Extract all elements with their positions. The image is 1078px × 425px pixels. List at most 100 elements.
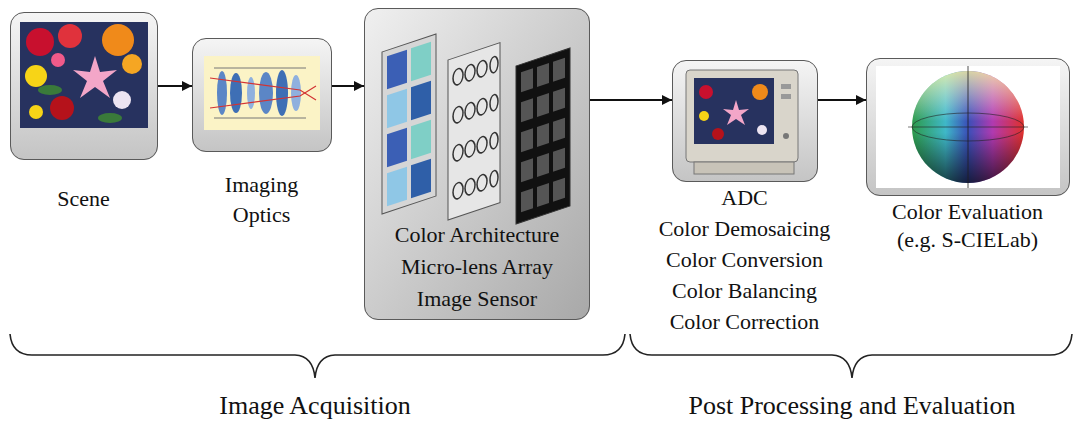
sensor-array [521, 68, 533, 92]
monitor-picture [723, 100, 749, 125]
box-label: Color Conversion [635, 244, 855, 275]
scene-picture [122, 54, 142, 74]
scene-picture [10, 12, 158, 160]
optics-picture [291, 75, 301, 111]
micro-lens-array [453, 67, 463, 86]
monitor-picture [694, 162, 794, 174]
processing-box: ADCColor DemosaicingColor ConversionColo… [672, 60, 818, 182]
monitor-picture [752, 84, 768, 100]
monitor-picture [781, 94, 791, 99]
micro-lens-array [465, 177, 475, 196]
monitor-picture [712, 128, 724, 140]
sensor-array [521, 98, 533, 122]
box-label: Color Demosaicing [635, 213, 855, 244]
sensor-array [537, 63, 549, 87]
box-label: Color Evaluation (e.g. S-CIELab) [875, 198, 1060, 254]
scene-picture [10, 12, 158, 160]
box-label: Image Sensor [365, 283, 589, 315]
micro-lens-array [448, 43, 500, 220]
section-label: Image Acquisition [219, 391, 410, 421]
color-filter-array [387, 167, 407, 207]
scene-picture [26, 28, 54, 56]
box-label: Color Architecture [365, 219, 589, 251]
micro-lens-array [465, 63, 475, 82]
micro-lens-array [453, 105, 463, 124]
scene-picture [38, 85, 62, 95]
scene-picture [58, 24, 82, 48]
flow-arrow [158, 85, 192, 87]
optics-picture [217, 71, 227, 115]
sensor-array [537, 153, 549, 177]
optics-picture [210, 86, 316, 108]
label-group: Imaging Optics [202, 170, 322, 230]
color-filter-array [411, 120, 431, 160]
sensor-array [516, 48, 570, 224]
scene-picture [73, 56, 117, 98]
scene-picture [50, 96, 74, 120]
scene-picture [51, 53, 65, 67]
optics-picture [210, 78, 316, 100]
label-group: ADCColor DemosaicingColor ConversionColo… [635, 182, 855, 337]
monitor-picture [672, 60, 818, 182]
label-group: Scene [10, 184, 158, 214]
section-brace [630, 334, 1072, 378]
micro-lens-array [490, 169, 498, 188]
color-filter-array [387, 50, 407, 90]
section-brace [10, 334, 625, 378]
micro-lens-array [477, 97, 487, 116]
flow-arrow [332, 85, 364, 87]
monitor-picture [699, 85, 713, 99]
flow-arrow [818, 99, 866, 101]
micro-lens-array [490, 55, 498, 74]
sensor-picture [364, 8, 590, 320]
color-filter-array [382, 34, 436, 214]
optics-picture [247, 77, 255, 109]
box-label: Color Balancing [635, 275, 855, 306]
scene-picture [25, 65, 47, 87]
sensor-array [553, 178, 565, 202]
scene-picture [98, 113, 122, 123]
sensor-array [521, 158, 533, 182]
micro-lens-array [477, 135, 487, 154]
scene-picture [113, 91, 131, 109]
color-space-picture [866, 58, 1070, 196]
label-group: Color Evaluation (e.g. S-CIELab) [875, 198, 1060, 254]
monitor-picture [672, 60, 818, 182]
color-filter-array [387, 89, 407, 129]
box-label: Scene [10, 184, 158, 214]
sensor-picture [364, 8, 590, 320]
micro-lens-array [453, 143, 463, 162]
section-label: Post Processing and Evaluation [688, 391, 1015, 421]
optics-picture [276, 70, 288, 116]
optics-picture [214, 68, 306, 69]
box-label: Micro-lens Array [365, 251, 589, 283]
color-filter-array [411, 42, 431, 82]
micro-lens-array [465, 139, 475, 158]
sensor-array [553, 88, 565, 112]
optics-picture [192, 38, 332, 152]
micro-lens-array [465, 101, 475, 120]
sensor-array [537, 123, 549, 147]
optics-picture [230, 73, 242, 113]
color-space-picture [876, 66, 1060, 188]
monitor-picture [781, 84, 791, 89]
optics-picture [259, 72, 273, 114]
color-space-picture [866, 58, 1070, 196]
sensor-array [537, 183, 549, 207]
scene-picture [29, 105, 43, 119]
optics-picture [192, 38, 332, 152]
optics-picture [214, 118, 306, 119]
section-brace [10, 334, 1072, 378]
sensor-box: Color ArchitectureMicro-lens ArrayImage … [364, 8, 590, 320]
sensor-array [553, 118, 565, 142]
color-filter-array [411, 81, 431, 121]
micro-lens-array [477, 173, 487, 192]
optics-picture [204, 56, 320, 130]
monitor-picture [694, 78, 774, 144]
monitor-picture [699, 111, 709, 121]
scene-picture [20, 22, 148, 128]
box-label: Color Correction [635, 306, 855, 337]
box-label: Imaging Optics [202, 170, 322, 230]
monitor-picture [757, 125, 767, 135]
color-space-picture [908, 127, 1028, 128]
